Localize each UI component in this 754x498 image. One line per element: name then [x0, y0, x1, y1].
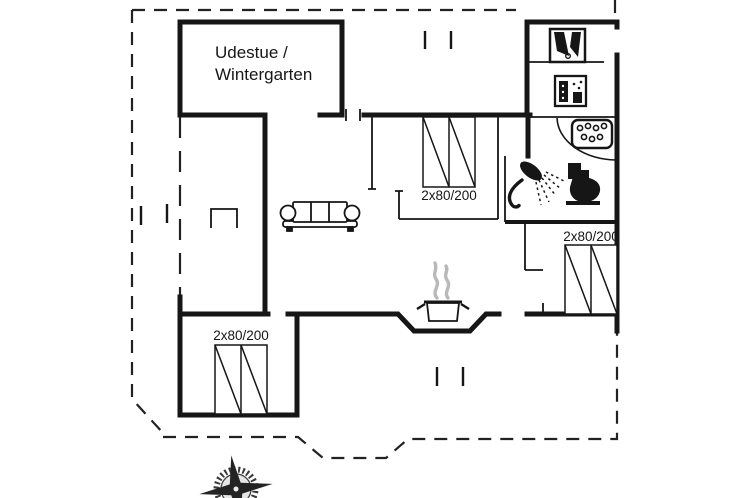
sofa-foot-left: [286, 226, 293, 232]
cooking-pot-icon: [416, 300, 470, 322]
spray-line: [543, 174, 562, 190]
wall-wintergarten: [177, 19, 345, 118]
washing-machine-dot: [561, 90, 565, 94]
toilet-bowl: [569, 170, 601, 203]
washing-machine-dot: [561, 96, 565, 100]
steam-curl-left: [432, 261, 440, 300]
gate-marks-left: [139, 204, 169, 225]
bed-middle-diagonals: [422, 116, 476, 188]
bed-middle-frame: [422, 116, 476, 188]
wall-bedroom-bottom-left: [177, 294, 300, 418]
washing-machine-dot: [579, 80, 583, 84]
shower-hose: [507, 178, 524, 209]
sofa-arm-right: [343, 204, 361, 222]
compass-center: [232, 485, 240, 493]
shower-icon: [507, 161, 565, 209]
spray-line: [535, 181, 542, 206]
pot-body: [425, 302, 461, 322]
wall-bedroom-right-bottom: [524, 311, 620, 334]
sink-drain: [565, 53, 572, 60]
boundary-left: [130, 10, 164, 434]
sofa-foot-right: [347, 226, 354, 232]
whirlpool-bubbles: [576, 122, 608, 143]
wall-midbed-bottom: [395, 115, 499, 220]
whirlpool-icon: [570, 118, 614, 150]
steam-icon: [432, 261, 451, 300]
wall-bedright-left: [524, 222, 544, 314]
bubble: [596, 133, 604, 141]
bed-right-label: 2x80/200: [563, 229, 619, 244]
wall-utility-block: [524, 19, 620, 317]
steam-curl-right: [443, 264, 451, 300]
bed-right-diagonals: [564, 244, 618, 315]
sofa-arm-left: [279, 204, 297, 222]
washing-machine-dot: [577, 86, 581, 90]
bed-middle: [422, 116, 476, 188]
washing-machine-dot: [572, 82, 576, 86]
washing-machine-icon: [553, 74, 588, 108]
spray-line: [541, 177, 557, 197]
exterior-walls: [177, 19, 620, 418]
washing-machine-dot: [561, 84, 565, 88]
boundary-bottom: [163, 330, 619, 460]
pot-handle-left: [416, 302, 426, 311]
sofa-icon: [279, 201, 361, 232]
pot-handle-right: [460, 302, 470, 311]
sink-right-fixture: [570, 32, 581, 57]
sink-left-fixture: [554, 32, 569, 56]
wall-bottom-kitchen-counter: [294, 311, 502, 334]
shower-head: [520, 161, 542, 181]
room-wintergarten-label: Udestue / Wintergarten: [215, 43, 312, 84]
terrace-gate-marks: [139, 31, 465, 386]
bed-middle-label: 2x80/200: [421, 188, 477, 203]
spray-line: [538, 179, 550, 203]
bed-right: [564, 244, 618, 315]
toilet-base: [566, 201, 600, 205]
bubble: [600, 122, 608, 130]
bubble: [580, 133, 588, 141]
shower-spray: [535, 171, 565, 206]
wall-midbed-left: [368, 115, 376, 190]
bed-bottom-left: [214, 344, 268, 415]
gate-marks-bottom: [435, 367, 465, 386]
wintergarten-label-line2: Wintergarten: [215, 65, 312, 84]
door-jambs-top: [345, 109, 361, 121]
sofa-back: [292, 201, 348, 223]
property-boundary-dashed: [130, 0, 619, 460]
gate-marks-top: [423, 31, 453, 49]
bed-right-frame: [564, 244, 618, 315]
bubble: [576, 124, 584, 132]
washing-machine-box: [573, 92, 582, 103]
fireplace-icon: [210, 208, 238, 228]
toilet-icon: [566, 163, 601, 205]
whirlpool-tub: [570, 118, 614, 150]
sofa-cushion-dividers: [310, 202, 330, 222]
compass-rose-icon: [199, 455, 273, 498]
bubble: [588, 135, 596, 143]
wintergarten-label-line1: Udestue /: [215, 43, 288, 62]
bubble: [584, 122, 592, 130]
bubble: [592, 124, 600, 132]
bed-bottom-left-frame: [214, 344, 268, 415]
bed-bottom-left-label: 2x80/200: [213, 328, 269, 343]
bed-bottom-left-diagonals: [214, 344, 268, 415]
sink-icon: [548, 27, 587, 64]
